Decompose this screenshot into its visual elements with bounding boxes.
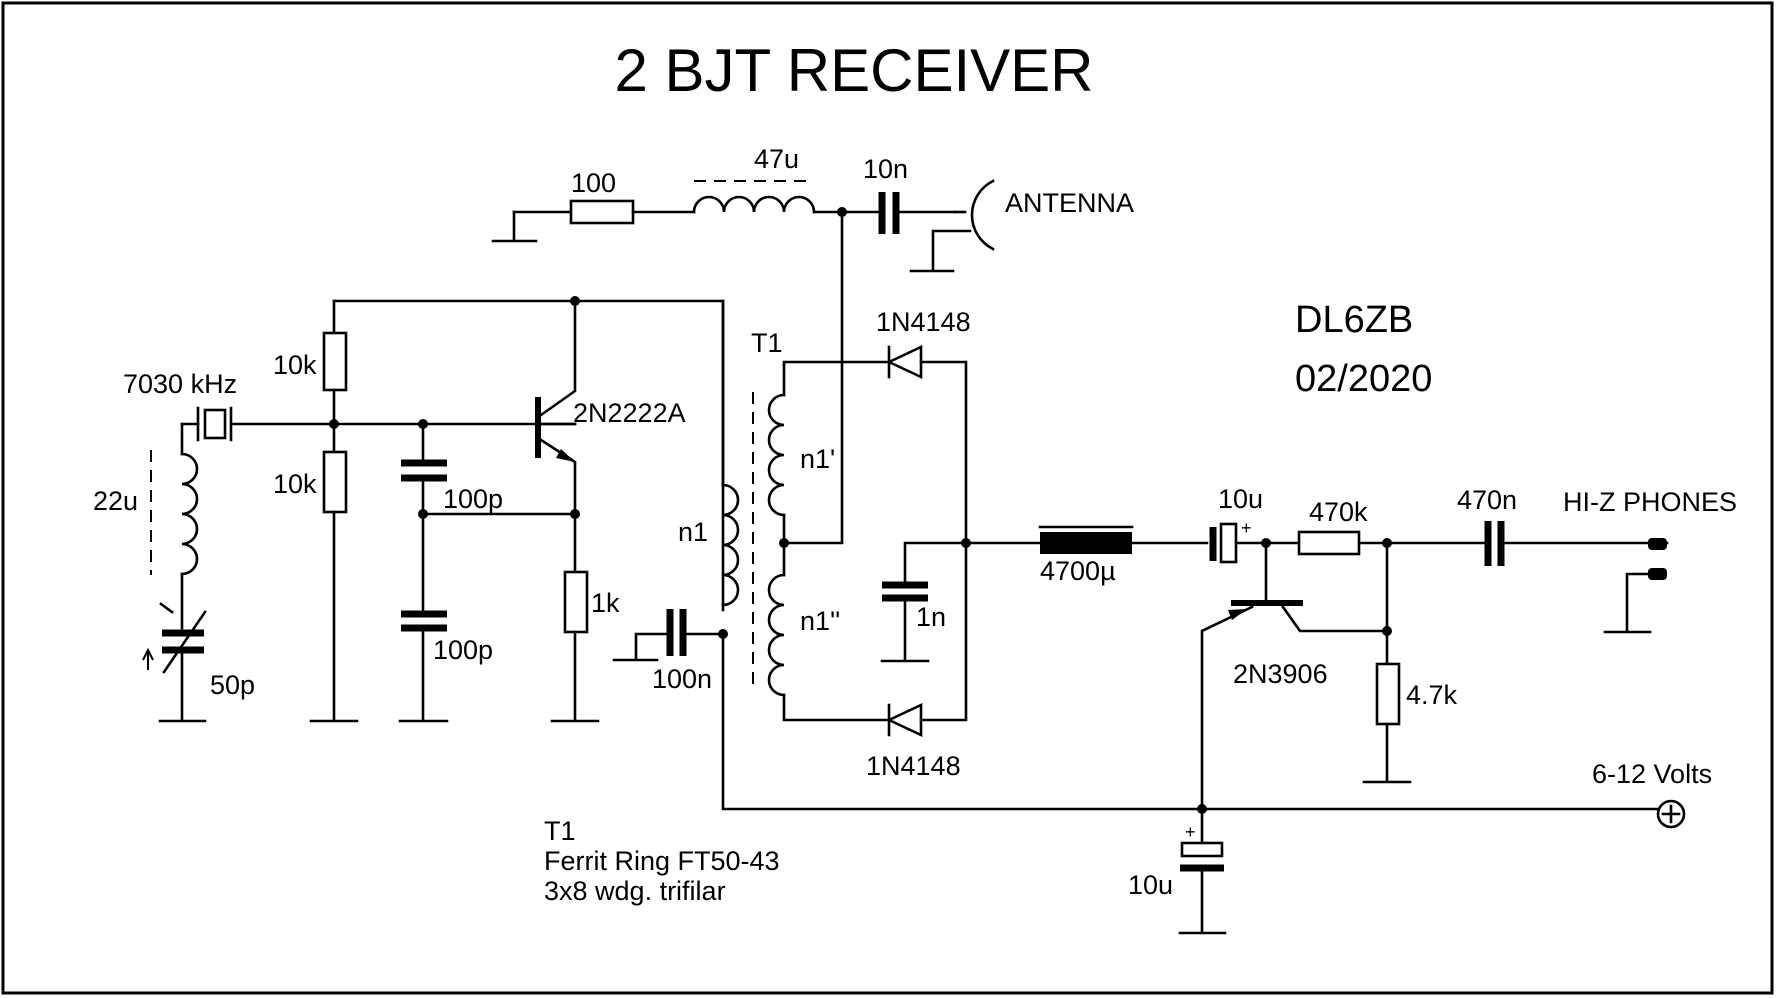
r10k-bottom-label: 10k xyxy=(273,469,317,499)
notes-line2: Ferrit Ring FT50-43 xyxy=(544,846,780,876)
notes-line3: 3x8 wdg. trifilar xyxy=(544,876,726,906)
antenna-label: ANTENNA xyxy=(1005,188,1134,218)
r470k-label: 470k xyxy=(1309,497,1368,527)
resistor-470k xyxy=(1297,530,1361,556)
n1p-label: n1' xyxy=(800,444,835,474)
c10u-supply-label: 10u xyxy=(1128,870,1173,900)
resistor-100 xyxy=(569,199,635,225)
antenna-branch xyxy=(491,179,995,273)
c1n-label: 1n xyxy=(916,602,946,632)
c470n-label: 470n xyxy=(1457,485,1517,515)
l47u-label: 47u xyxy=(754,144,799,174)
choke-4700u xyxy=(1040,532,1132,554)
date-label: 02/2020 xyxy=(1295,358,1432,400)
notes-line1: T1 xyxy=(544,816,576,846)
l4700u-label: 4700µ xyxy=(1040,556,1116,586)
t1-label: T1 xyxy=(751,328,783,358)
crystal-label: 7030 kHz xyxy=(123,369,237,399)
d2-label: 1N4148 xyxy=(866,751,961,781)
c100p-a-label: 100p xyxy=(443,484,503,514)
r4k7-label: 4.7k xyxy=(1406,680,1458,710)
crystal xyxy=(203,408,227,440)
n1pp-label: n1'' xyxy=(800,606,840,636)
c100p-b-label: 100p xyxy=(433,635,493,665)
svg-text:+: + xyxy=(1241,518,1252,538)
c10n-antenna-label: 10n xyxy=(863,154,908,184)
schematic-title: 2 BJT RECEIVER xyxy=(614,37,1093,104)
l22u-label: 22u xyxy=(93,486,138,516)
resistor-1k xyxy=(563,570,589,634)
detector xyxy=(752,210,1209,738)
oscillator xyxy=(142,296,1665,811)
phones-label: HI-Z PHONES xyxy=(1563,487,1737,517)
supply-label: 6-12 Volts xyxy=(1592,759,1712,789)
author-label: DL6ZB xyxy=(1295,299,1413,341)
resistor-4k7 xyxy=(1375,662,1401,726)
svg-text:+: + xyxy=(1185,822,1196,842)
c50p-label: 50p xyxy=(210,670,255,700)
d1-label: 1N4148 xyxy=(876,307,971,337)
c100n-label: 100n xyxy=(652,664,712,694)
r100-label: 100 xyxy=(571,168,616,198)
r1k-label: 1k xyxy=(591,588,620,618)
n1-label: n1 xyxy=(678,517,708,547)
q2-label: 2N3906 xyxy=(1233,659,1328,689)
c10u-out-label: 10u xyxy=(1218,484,1263,514)
r10k-top-label: 10k xyxy=(273,350,317,380)
q1-label: 2N2222A xyxy=(573,398,686,428)
resistor-10k-top xyxy=(322,331,348,392)
audio-amp: + + xyxy=(1178,518,1686,935)
resistor-10k-bottom xyxy=(322,450,348,514)
